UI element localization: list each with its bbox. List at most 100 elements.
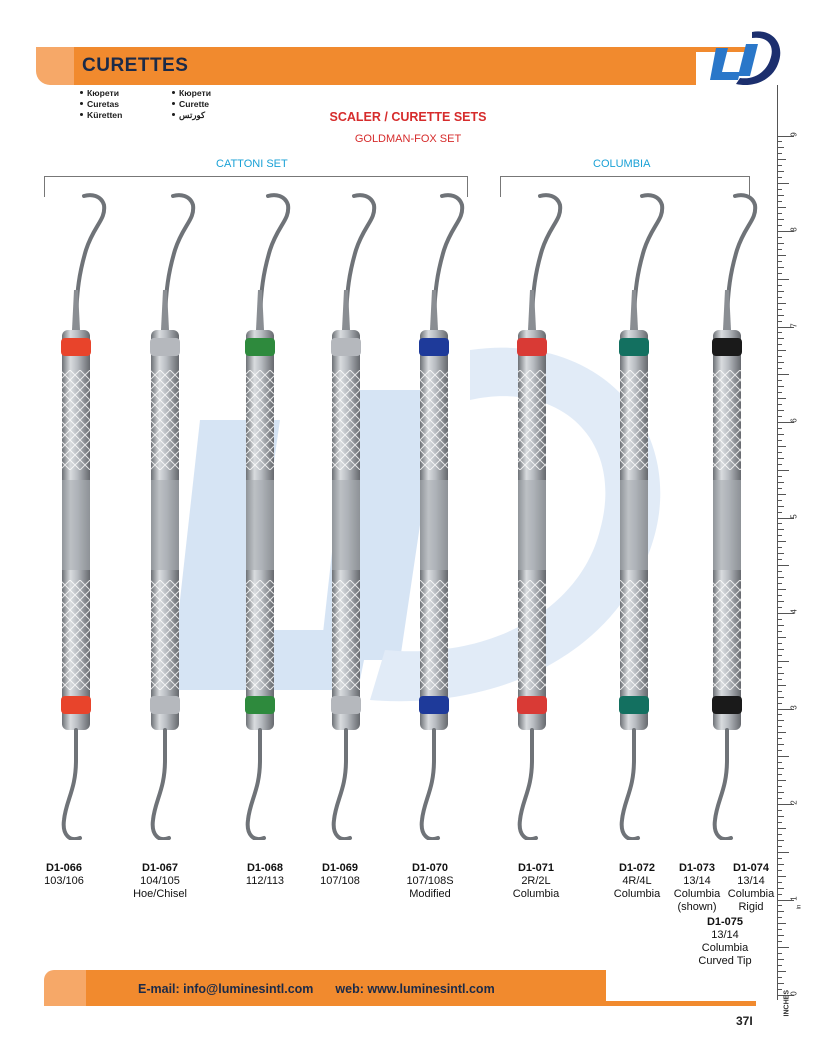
instrument-description: Columbia <box>673 888 721 900</box>
ruler-tick <box>778 368 782 370</box>
ruler-tick <box>778 589 786 591</box>
grip-knurl-top <box>518 370 546 470</box>
handle-smooth-section <box>332 480 360 570</box>
color-band-bottom <box>517 696 547 714</box>
instrument-description: Columbia <box>701 942 749 954</box>
curette-instrument <box>619 193 665 840</box>
ruler-tick <box>778 260 782 262</box>
instrument-description: 103/106 <box>44 875 84 887</box>
translation-item: Кюрети <box>179 88 211 98</box>
translation-item: كورتس <box>179 110 206 120</box>
instrument-description: Columbia <box>613 888 661 900</box>
group-bracket-columbia <box>500 176 750 197</box>
ruler-tick <box>778 613 794 614</box>
header-bar <box>36 47 756 85</box>
ruler-tick <box>778 529 784 531</box>
ruler-tick <box>778 248 782 250</box>
color-band-bottom <box>712 696 742 714</box>
ruler-number: 6 <box>789 418 799 423</box>
grip-knurl-top <box>62 370 90 470</box>
ruler-tick <box>778 505 784 507</box>
translation-item: Кюрети <box>87 88 119 98</box>
color-band-top <box>419 338 449 356</box>
grip-knurl-top <box>420 370 448 470</box>
ruler-tick <box>778 272 782 274</box>
working-end-top <box>258 193 291 332</box>
color-band-top <box>619 338 649 356</box>
ruler-tick <box>778 774 782 776</box>
handle-smooth-section <box>420 480 448 570</box>
footer-bar <box>44 970 756 1006</box>
grip-knurl-top <box>246 370 274 470</box>
ruler-tick <box>778 678 782 680</box>
curette-instrument <box>61 193 107 840</box>
ruler-tick <box>778 684 786 686</box>
color-band-top <box>150 338 180 356</box>
ruler-tick <box>778 135 794 137</box>
grip-knurl-bottom <box>246 580 274 690</box>
ruler-tick <box>778 469 789 471</box>
group-label-cattoni: CATTONI SET <box>216 158 288 170</box>
brand-logo <box>710 31 781 86</box>
ruler-tick <box>778 559 782 561</box>
ruler-tick <box>778 302 786 304</box>
ruler-tick <box>778 278 789 280</box>
ruler-tick <box>778 660 789 662</box>
ruler-tick <box>778 374 789 376</box>
ruler-number: 0 <box>789 991 799 996</box>
ruler-tick <box>778 320 782 322</box>
ruler-tick <box>778 630 782 632</box>
ruler-tick <box>778 511 782 513</box>
ruler-tick <box>778 356 782 358</box>
ruler-tick <box>778 451 782 453</box>
page-number: 37I <box>736 1014 753 1028</box>
color-band-bottom <box>245 696 275 714</box>
ruler-tick <box>778 714 782 716</box>
curette-instrument <box>150 193 196 840</box>
instrument-description: 2R/2L <box>521 875 551 887</box>
footer-email[interactable]: E-mail: info@luminesintl.com <box>138 982 314 996</box>
ruler-number: 5 <box>789 513 799 519</box>
ruler-tick <box>778 977 782 979</box>
color-band-bottom <box>619 696 649 714</box>
working-end-top <box>432 193 465 332</box>
shank-top <box>256 290 264 330</box>
ruler-tick <box>778 642 782 644</box>
ruler-tick <box>778 493 786 495</box>
ruler-tick <box>778 577 784 579</box>
color-band-bottom <box>331 696 361 714</box>
ruler-tick <box>778 624 784 626</box>
instrument-code: D1-075 <box>706 916 744 928</box>
ruler-tick <box>778 636 786 638</box>
handle-smooth-section <box>713 480 741 570</box>
instrument-code: D1-072 <box>618 862 656 874</box>
grip-knurl-bottom <box>151 580 179 690</box>
group-label-columbia: COLUMBIA <box>593 158 651 170</box>
ruler-tick <box>778 804 794 805</box>
curette-instrument <box>517 193 563 840</box>
footer-web[interactable]: web: www.luminesintl.com <box>335 982 495 996</box>
color-band-top <box>712 338 742 356</box>
color-band-top <box>245 338 275 356</box>
grip-knurl-bottom <box>62 580 90 690</box>
ruler-tick <box>778 404 782 406</box>
working-end-bottom <box>517 728 538 840</box>
ruler-tick <box>778 899 794 901</box>
ruler-tick <box>778 463 782 465</box>
ruler-tick <box>778 869 782 871</box>
ruler-tick <box>778 487 782 489</box>
ruler-tick <box>778 189 782 191</box>
color-band-top <box>517 338 547 356</box>
ruler-tick <box>778 445 786 447</box>
ruler-number: 8 <box>789 227 799 232</box>
working-end-top <box>74 193 107 332</box>
ruler-tick <box>778 362 784 364</box>
instrument-code: D1-073 <box>678 862 716 874</box>
